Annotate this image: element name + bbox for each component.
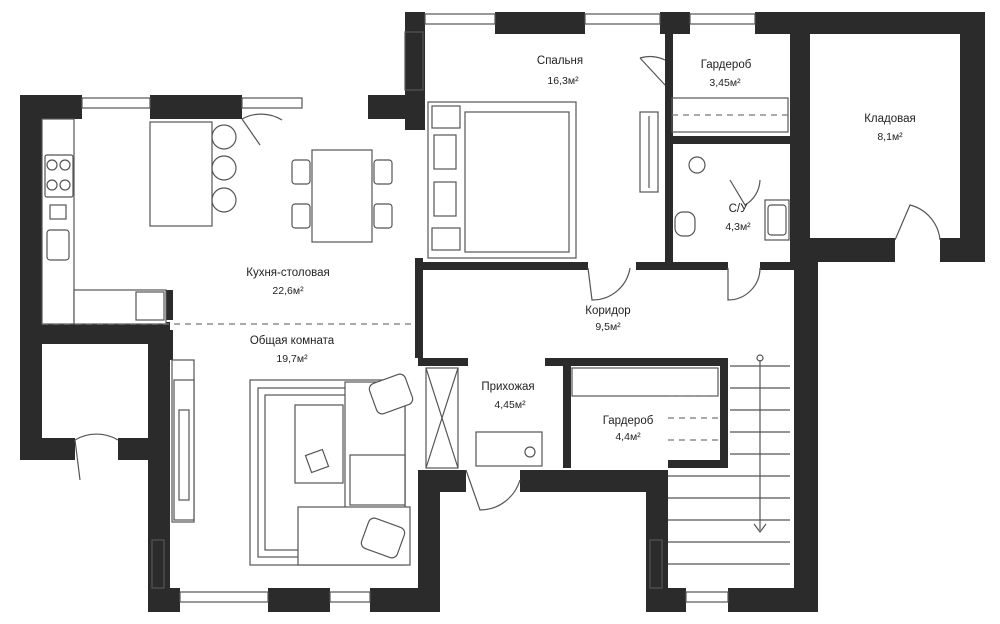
doors — [74, 56, 941, 511]
wardrobe2-area: 4,4м² — [615, 431, 641, 443]
bedroom-furniture — [427, 101, 659, 259]
bathroom-furniture — [674, 156, 790, 241]
wardrobe1-name: Гардероб — [701, 59, 752, 71]
corridor-name: Коридор — [585, 305, 630, 317]
kitchen-furniture — [41, 118, 393, 325]
staircase — [668, 354, 790, 565]
corridor-area: 9,5м² — [595, 321, 621, 333]
living-name: Общая комната — [250, 335, 335, 347]
walls — [20, 12, 985, 612]
kitchen-name: Кухня-столовая — [246, 267, 329, 279]
storage-name: Кладовая — [864, 113, 916, 125]
wardrobe1-area: 3,45м² — [709, 77, 741, 89]
hall-area: 4,45м² — [494, 399, 526, 411]
room-labels: Спальня 16,3м² Гардероб 3,45м² Кладовая … — [246, 55, 916, 443]
wardrobe2-name: Гардероб — [603, 415, 654, 427]
bathroom-area: 4,3м² — [725, 221, 751, 233]
living-furniture — [173, 373, 414, 566]
bedroom-area: 16,3м² — [547, 75, 579, 87]
storage-area: 8,1м² — [877, 131, 903, 143]
bedroom-name: Спальня — [537, 55, 583, 67]
living-area: 19,7м² — [276, 353, 308, 365]
wardrobe2-furniture — [571, 367, 719, 441]
bathroom-name: С/У — [729, 203, 749, 215]
hall-furniture — [425, 367, 543, 469]
hall-name: Прихожая — [481, 381, 534, 393]
wardrobe1-furniture — [671, 97, 789, 133]
kitchen-area: 22,6м² — [272, 285, 304, 297]
